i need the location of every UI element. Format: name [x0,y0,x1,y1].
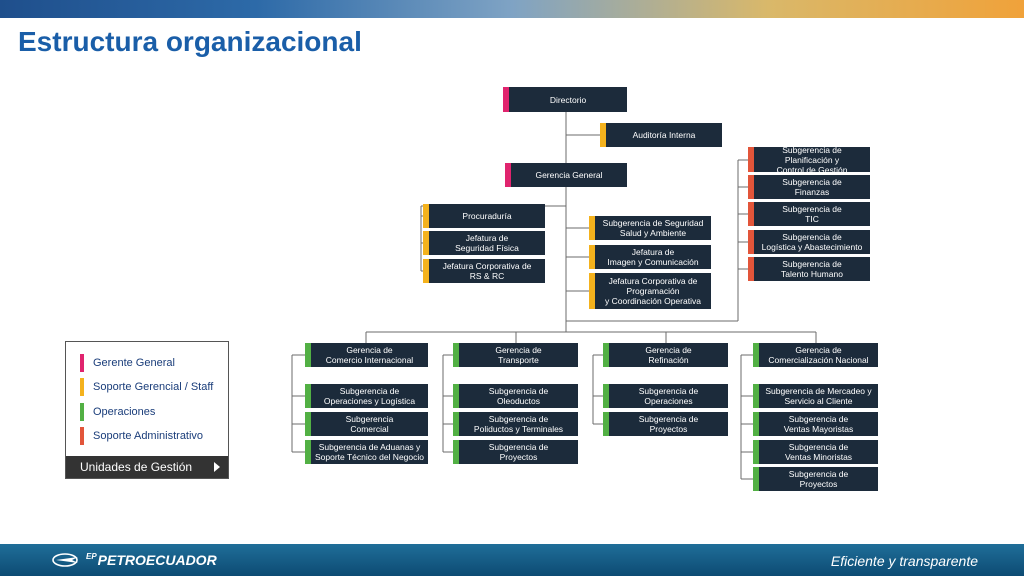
node-sub-oleoductos: Subgerencia de Oleoductos [453,384,578,408]
logo-text: PETROECUADOR [97,552,217,568]
legend-item-gerente-general: Gerente General [66,353,175,373]
node-sub-comercial: Subgerencia Comercial [305,412,428,436]
node-sub-ventas-minoristas: Subgerencia de Ventas Minoristas [753,440,878,464]
legend-swatch-orange [80,427,84,445]
node-sub-mercadeo: Subgerencia de Mercadeo y Servicio al Cl… [753,384,878,408]
node-subgerencia-tic: Subgerencia de TIC [748,202,870,226]
legend-label: Soporte Gerencial / Staff [93,381,214,393]
node-subgerencia-logistica: Subgerencia de Logística y Abastecimient… [748,230,870,254]
petroecuador-logo: EP PETROECUADOR [52,552,217,568]
legend-label: Operaciones [93,406,156,418]
logo-mark-icon [52,553,78,567]
node-jefatura-rs-rc: Jefatura Corporativa de RS & RC [423,259,545,283]
node-subgerencia-talento-humano: Subgerencia de Talento Humano [748,257,870,281]
node-sub-operaciones-refinacion: Subgerencia de Operaciones [603,384,728,408]
slogan: Eficiente y transparente [830,553,978,569]
node-auditoria-interna: Auditoría Interna [600,123,722,147]
legend-item-operaciones: Operaciones [66,402,155,422]
chevron-right-icon [214,462,220,472]
legend-footer-label: Unidades de Gestión [80,460,193,474]
node-sub-aduanas: Subgerencia de Aduanas y Soporte Técnico… [305,440,428,464]
bottom-bar [0,544,1024,576]
legend-item-soporte-administrativo: Soporte Administrativo [66,426,203,446]
legend: Gerente General Soporte Gerencial / Staf… [65,341,229,479]
page-title: Estructura organizacional [18,26,362,57]
node-sub-proyectos-transporte: Subgerencia de Proyectos [453,440,578,464]
legend-label: Gerente General [93,357,175,369]
node-directorio: Directorio [503,87,627,112]
node-sub-operaciones-logistica: Subgerencia de Operaciones y Logística [305,384,428,408]
node-jefatura-seguridad-fisica: Jefatura de Seguridad Física [423,231,545,255]
node-sub-ventas-mayoristas: Subgerencia de Ventas Mayoristas [753,412,878,436]
logo-ep: EP [86,552,97,561]
node-gerencia-refinacion: Gerencia de Refinación [603,343,728,367]
legend-swatch-yellow [80,378,84,396]
node-gerencia-comercio-internacional: Gerencia de Comercio Internacional [305,343,428,367]
node-subgerencia-finanzas: Subgerencia de Finanzas [748,175,870,199]
node-jefatura-imagen: Jefatura de Imagen y Comunicación [589,245,711,269]
top-gradient-bar [0,0,1024,18]
node-gerencia-general: Gerencia General [505,163,627,187]
legend-swatch-pink [80,354,84,372]
node-sub-proyectos-refinacion: Subgerencia de Proyectos [603,412,728,436]
legend-label: Soporte Administrativo [93,430,204,442]
legend-item-soporte-gerencial: Soporte Gerencial / Staff [66,377,213,397]
node-sub-proyectos-comercializacion: Subgerencia de Proyectos [753,467,878,491]
node-subgerencia-seguridad: Subgerencia de Seguridad Salud y Ambient… [589,216,711,240]
legend-swatch-green [80,403,84,421]
node-jefatura-programacion: Jefatura Corporativa de Programación y C… [589,273,711,309]
node-gerencia-transporte: Gerencia de Transporte [453,343,578,367]
node-gerencia-comercializacion-nacional: Gerencia de Comercialización Nacional [753,343,878,367]
unidades-de-gestion-button[interactable]: Unidades de Gestión [66,456,228,478]
node-sub-poliductos: Subgerencia de Poliductos y Terminales [453,412,578,436]
node-subgerencia-planificacion: Subgerencia de Planificación y Control d… [748,145,870,175]
node-procuraduria: Procuraduría [423,204,545,228]
